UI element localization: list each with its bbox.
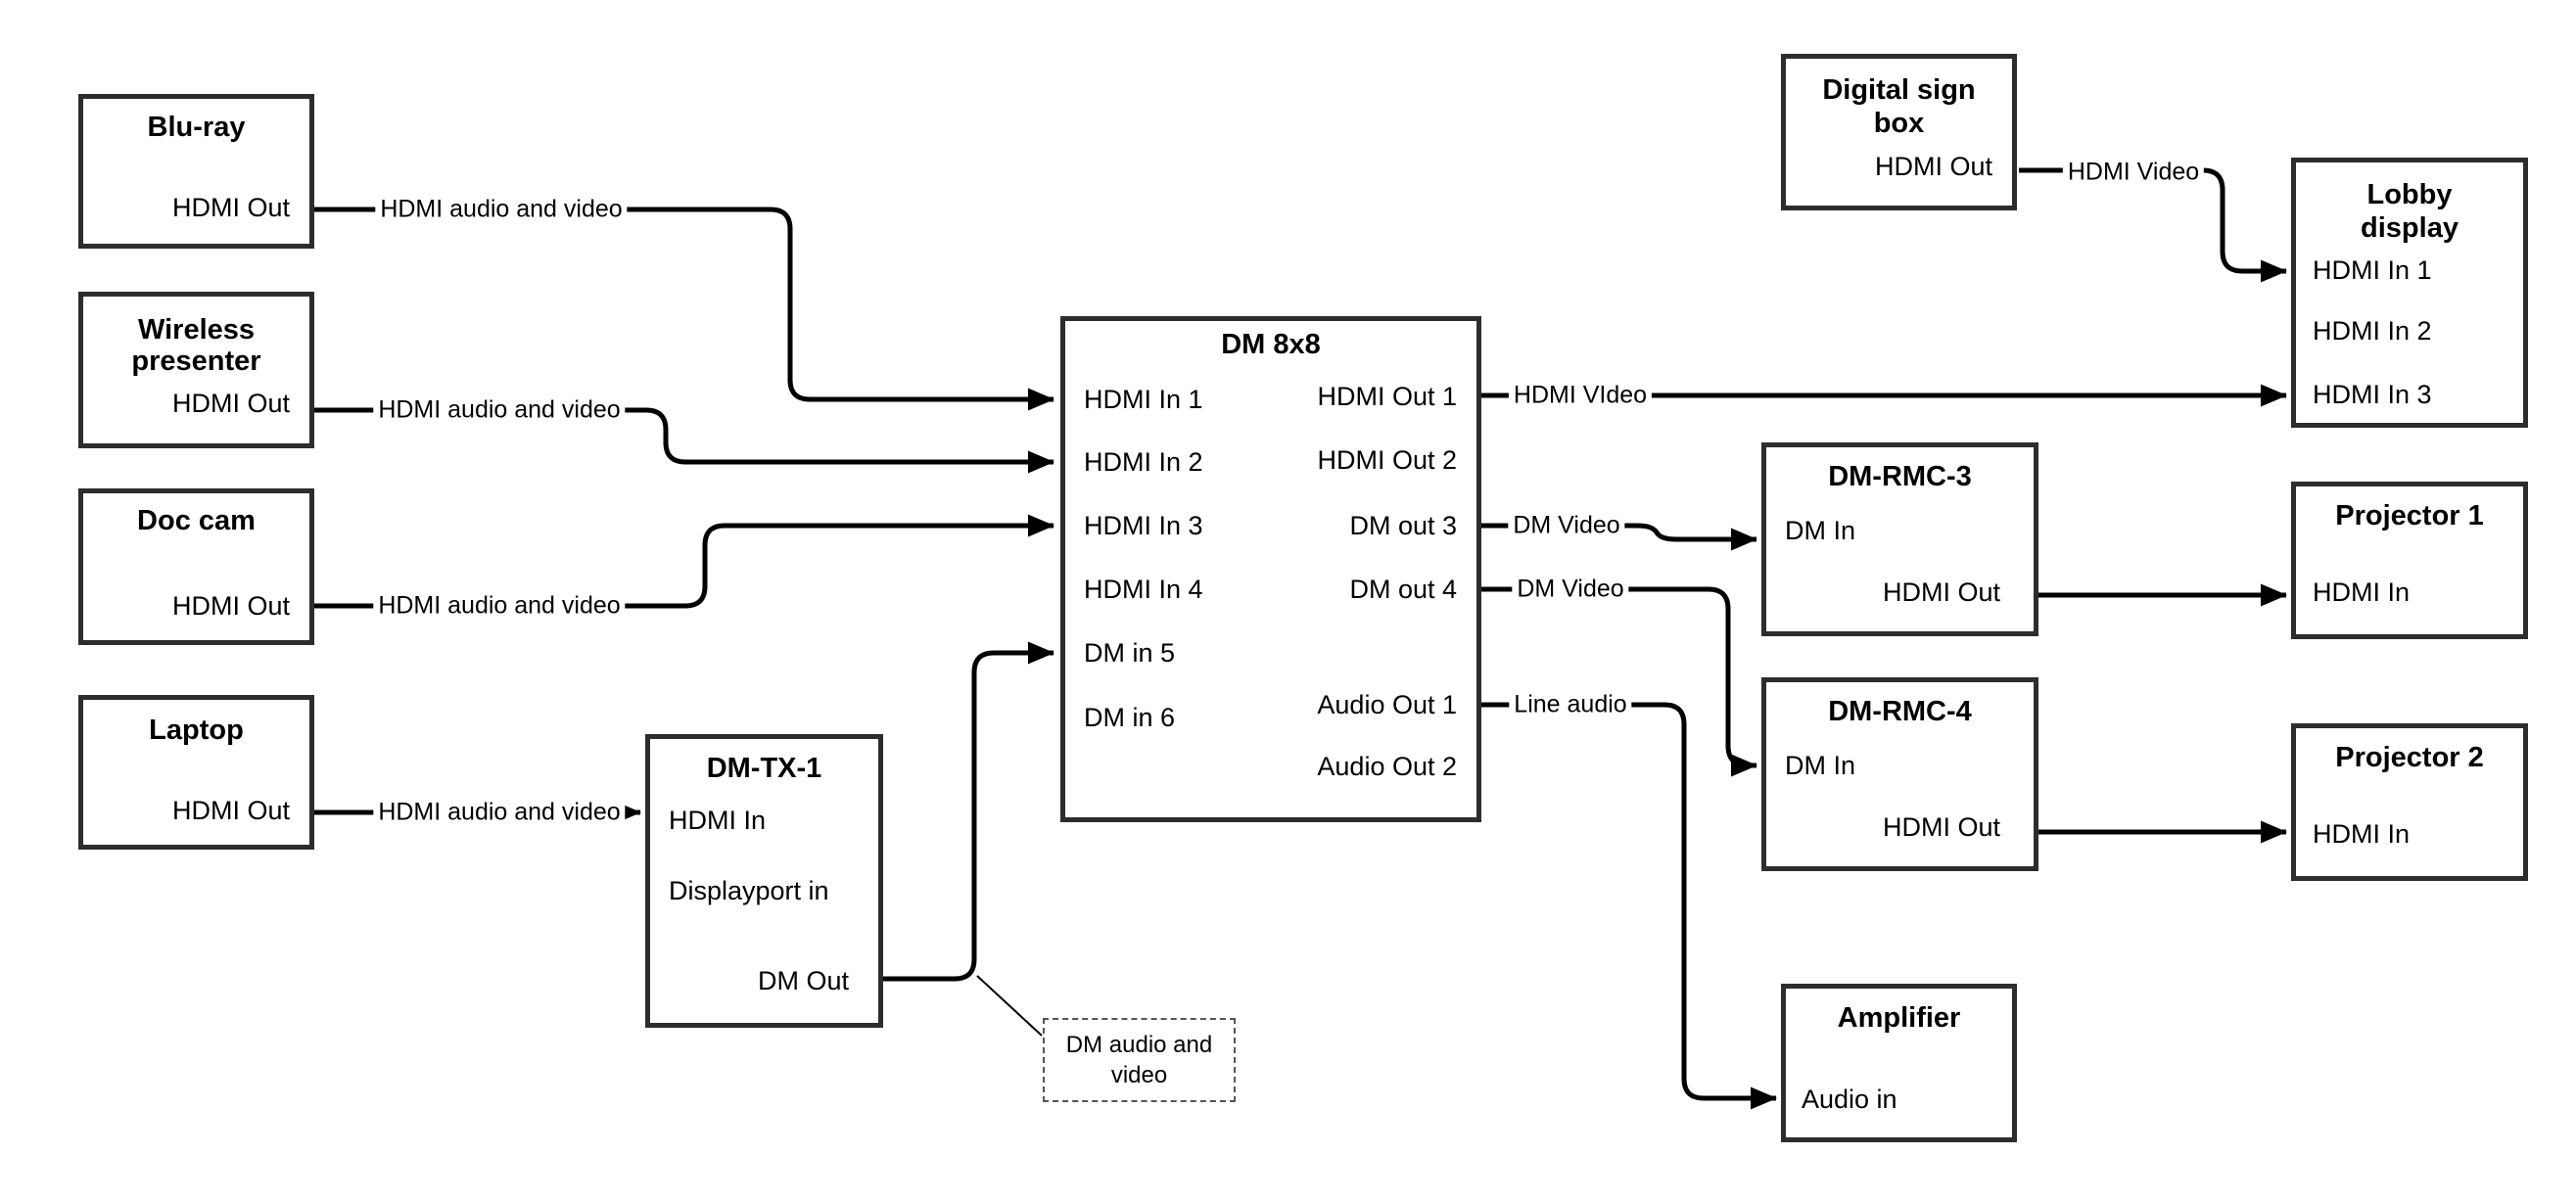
edge-label-dm-video-3: DM Video <box>1508 512 1625 539</box>
edge-label-line-audio: Line audio <box>1509 691 1632 718</box>
port-dm-in-6: DM in 6 <box>1084 703 1176 732</box>
note-leader-line <box>976 975 1043 1037</box>
port-hdmi-out: HDMI Out <box>171 796 290 825</box>
node-wireless-presenter: Wireless presenter HDMI Out <box>78 292 314 448</box>
port-hdmi-out-2: HDMI Out 2 <box>1317 445 1457 475</box>
edge-label-hdmi-audio-video-doccam: HDMI audio and video <box>373 592 626 620</box>
node-digital-sign-box: Digital sign box HDMI Out <box>1781 54 2017 210</box>
node-title: Blu-ray <box>147 112 246 143</box>
port-audio-in: Audio in <box>1802 1085 1897 1114</box>
port-hdmi-out: HDMI Out <box>1882 577 2000 607</box>
port-dm-in: DM In <box>1785 516 1856 545</box>
cable-dmtx1-dmout-to-dm8x8-in5 <box>883 641 1054 982</box>
node-title: Wireless <box>137 314 256 346</box>
port-hdmi-out: HDMI Out <box>171 389 290 418</box>
port-hdmi-in-3: HDMI In 3 <box>1084 511 1203 540</box>
port-hdmi-in-1: HDMI In 1 <box>1084 385 1203 414</box>
node-dm-8x8: DM 8x8 HDMI In 1 HDMI In 2 HDMI In 3 HDM… <box>1060 316 1481 822</box>
port-hdmi-in-2: HDMI In 2 <box>1084 447 1203 477</box>
port-hdmi-in-1: HDMI In 1 <box>2313 255 2432 285</box>
node-doc-cam: Doc cam HDMI Out <box>78 488 314 645</box>
node-title: DM-TX-1 <box>706 753 822 784</box>
edge-label-hdmi-audio-video-laptop: HDMI audio and video <box>373 799 626 826</box>
node-title: DM-RMC-3 <box>1828 461 1972 492</box>
port-hdmi-in-3: HDMI In 3 <box>2313 380 2432 409</box>
note-line2: video <box>1110 1062 1168 1088</box>
cable-dm8x8-audio1-to-amplifier <box>1481 702 1777 1110</box>
node-title: Lobby <box>2366 179 2453 210</box>
edge-label-hdmi-video-main: HDMI VIdeo <box>1508 382 1653 409</box>
edge-label-dm-video-4: DM Video <box>1512 576 1629 603</box>
port-dm-in-5: DM in 5 <box>1084 638 1176 668</box>
node-title-line2: display <box>2361 212 2459 244</box>
port-hdmi-out: HDMI Out <box>171 591 290 621</box>
port-hdmi-out: HDMI Out <box>1882 812 2000 842</box>
node-title: Laptop <box>149 715 244 746</box>
cable-doccam-to-dm8x8-in3 <box>314 514 1054 609</box>
node-title: Digital sign <box>1822 74 1976 106</box>
node-dm-rmc-3: DM-RMC-3 DM In HDMI Out <box>1761 442 2038 636</box>
node-projector-1: Projector 1 HDMI In <box>2291 482 2528 639</box>
port-dm-out-3: DM out 3 <box>1349 511 1457 540</box>
note-dm-audio-and-video: DM audio and video <box>1043 1018 1236 1102</box>
cable-dm8x8-out3-to-dmrmc3-dmin <box>1481 523 1757 551</box>
port-hdmi-in: HDMI In <box>669 806 767 835</box>
edge-label-hdmi-audio-video-wireless: HDMI audio and video <box>373 396 626 424</box>
node-laptop: Laptop HDMI Out <box>78 695 314 850</box>
node-dm-tx-1: DM-TX-1 HDMI In Displayport in DM Out <box>645 734 883 1028</box>
note-line1: DM audio and <box>1065 1032 1213 1058</box>
port-displayport-in: Displayport in <box>669 876 829 905</box>
cable-bluray-to-dm8x8-in1 <box>314 207 1054 411</box>
port-hdmi-out: HDMI Out <box>1874 152 1992 181</box>
cable-dm8x8-out4-to-dmrmc4-dmin <box>1481 586 1757 777</box>
node-projector-2: Projector 2 HDMI In <box>2291 723 2528 881</box>
port-dm-out-4: DM out 4 <box>1349 575 1457 604</box>
port-dm-in: DM In <box>1785 751 1856 780</box>
cable-wireless-to-dm8x8-in2 <box>314 407 1054 474</box>
port-audio-out-1: Audio Out 1 <box>1317 690 1457 719</box>
port-hdmi-in-2: HDMI In 2 <box>2313 316 2432 346</box>
node-dm-rmc-4: DM-RMC-4 DM In HDMI Out <box>1761 677 2038 871</box>
port-audio-out-2: Audio Out 2 <box>1317 752 1457 781</box>
node-title: Amplifier <box>1837 1002 1961 1034</box>
port-hdmi-out-1: HDMI Out 1 <box>1317 382 1457 411</box>
port-hdmi-in-4: HDMI In 4 <box>1084 575 1203 604</box>
node-lobby-display: Lobby display HDMI In 1 HDMI In 2 HDMI I… <box>2291 158 2528 428</box>
port-dm-out: DM Out <box>757 966 849 995</box>
node-title: DM-RMC-4 <box>1828 696 1972 727</box>
edge-label-hdmi-audio-video-bluray: HDMI audio and video <box>375 196 628 223</box>
node-title-line2: presenter <box>131 346 261 377</box>
cable-digitalsign-to-lobby-in1 <box>2019 167 2287 283</box>
edge-label-sign-hdmi-video: HDMI Video <box>2062 159 2205 186</box>
port-hdmi-in: HDMI In <box>2313 577 2411 607</box>
port-hdmi-out: HDMI Out <box>171 193 290 222</box>
node-title: Doc cam <box>137 505 256 536</box>
node-amplifier: Amplifier Audio in <box>1781 984 2017 1142</box>
node-title-line2: box <box>1873 108 1925 139</box>
node-title: Projector 2 <box>2335 742 2484 773</box>
node-bluray: Blu-ray HDMI Out <box>78 94 314 249</box>
node-title: Projector 1 <box>2335 500 2484 531</box>
port-hdmi-in: HDMI In <box>2313 819 2411 849</box>
node-title: DM 8x8 <box>1221 329 1321 360</box>
